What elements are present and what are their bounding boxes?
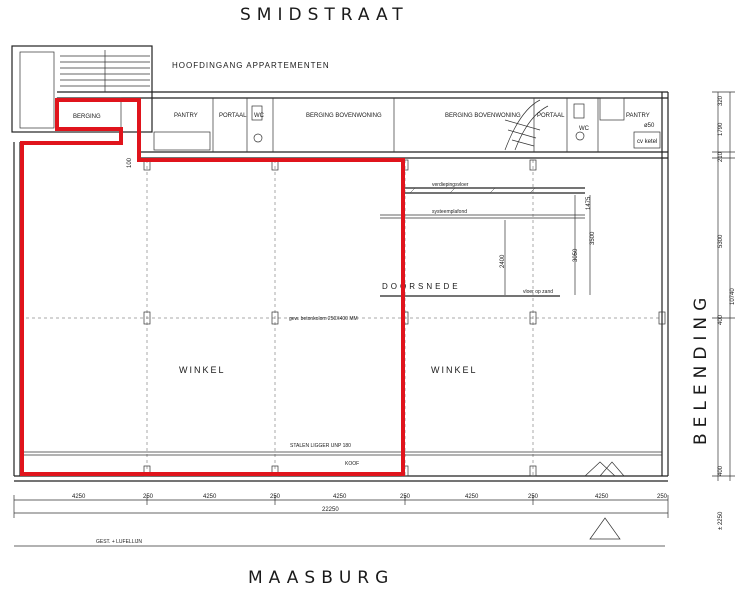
- dim-col-5: 250: [657, 494, 668, 500]
- stair-right: [504, 99, 549, 151]
- dim-col-1: 250: [143, 494, 154, 500]
- dim-right-2: 1790: [718, 122, 724, 136]
- dim-right-1: 320: [718, 95, 724, 106]
- north-arrow-icon: [589, 517, 621, 540]
- highlight-outline: [20, 98, 405, 476]
- room-label-cv: cv ketel: [637, 139, 657, 145]
- section-vloer: vloer op zand: [523, 289, 553, 295]
- dim-span-1: 4250: [72, 494, 86, 500]
- street-label-top: SMIDSTRAAT: [240, 5, 409, 25]
- annotation-ligger: STALEN LIGGER UNP 180: [290, 443, 351, 449]
- section-dim-4: 1475: [586, 196, 592, 210]
- section-title: DOORSNEDE: [382, 282, 461, 291]
- dim-span-3: 4250: [333, 494, 347, 500]
- dim-col-4: 250: [528, 494, 539, 500]
- section-detail: [380, 187, 591, 297]
- dimension-bottom: [13, 495, 669, 518]
- building-walls: [11, 45, 669, 482]
- section-dim-3: 3500: [590, 231, 596, 245]
- room-label-hoofdingang: HOOFDINGANG APPARTEMENTEN: [172, 61, 330, 70]
- dim-bottom-right: ± 2250: [718, 511, 724, 530]
- dim-right-4: 5300: [718, 234, 724, 248]
- dim-col-3: 250: [400, 494, 411, 500]
- dim-span-5: 4250: [595, 494, 609, 500]
- section-dim-2: 3050: [573, 248, 579, 262]
- section-dim-1: 2400: [500, 254, 506, 268]
- phi-label: ø50: [644, 123, 655, 129]
- dim-right-3: 210: [718, 151, 724, 162]
- room-label-wc-left: WC: [254, 113, 265, 119]
- dim-span-4: 4250: [465, 494, 479, 500]
- annotation-kolommen: gew. betonkolom 250X400 MM: [289, 316, 358, 322]
- stair-top-left: [60, 50, 150, 92]
- room-label-portaal-right: PORTAAL: [537, 113, 565, 119]
- room-label-pantry-left: PANTRY: [174, 113, 198, 119]
- entrance-door: [584, 461, 625, 477]
- room-label-winkel-left: WINKEL: [179, 365, 226, 375]
- neighbour-label-right: BELENDING: [691, 292, 711, 445]
- dimension-right: [712, 91, 735, 481]
- dim-right-5: 10740: [730, 288, 736, 305]
- room-label-winkel-right: WINKEL: [431, 365, 478, 375]
- room-label-wc-right: WC: [579, 126, 590, 132]
- room-label-portaal-left: PORTAAL: [219, 113, 247, 119]
- street-label-bottom: MAASBURG: [248, 568, 394, 588]
- columns: [143, 159, 666, 477]
- room-label-berging-bov-2: BERGING BOVENWONING: [445, 113, 521, 119]
- room-label-pantry-right: PANTRY: [626, 113, 650, 119]
- section-verdiepingsvloer: verdiepingsvloer: [432, 182, 469, 188]
- lufellijn-label: GEST. + LUFELLIJN: [96, 539, 142, 545]
- dim-span-2: 4250: [203, 494, 217, 500]
- dim-right-7: 400: [718, 465, 724, 476]
- dim-col-2: 250: [270, 494, 281, 500]
- room-label-berging-bov-1: BERGING BOVENWONING: [306, 113, 382, 119]
- dim-total: 22250: [322, 507, 339, 513]
- room-label-berging: BERGING: [73, 114, 101, 120]
- dim-right-6: 400: [718, 314, 724, 325]
- dim-small-front: 100: [127, 157, 133, 168]
- annotation-koof: KOOF: [345, 461, 359, 467]
- section-systeemplafond: systeemplafond: [432, 209, 467, 215]
